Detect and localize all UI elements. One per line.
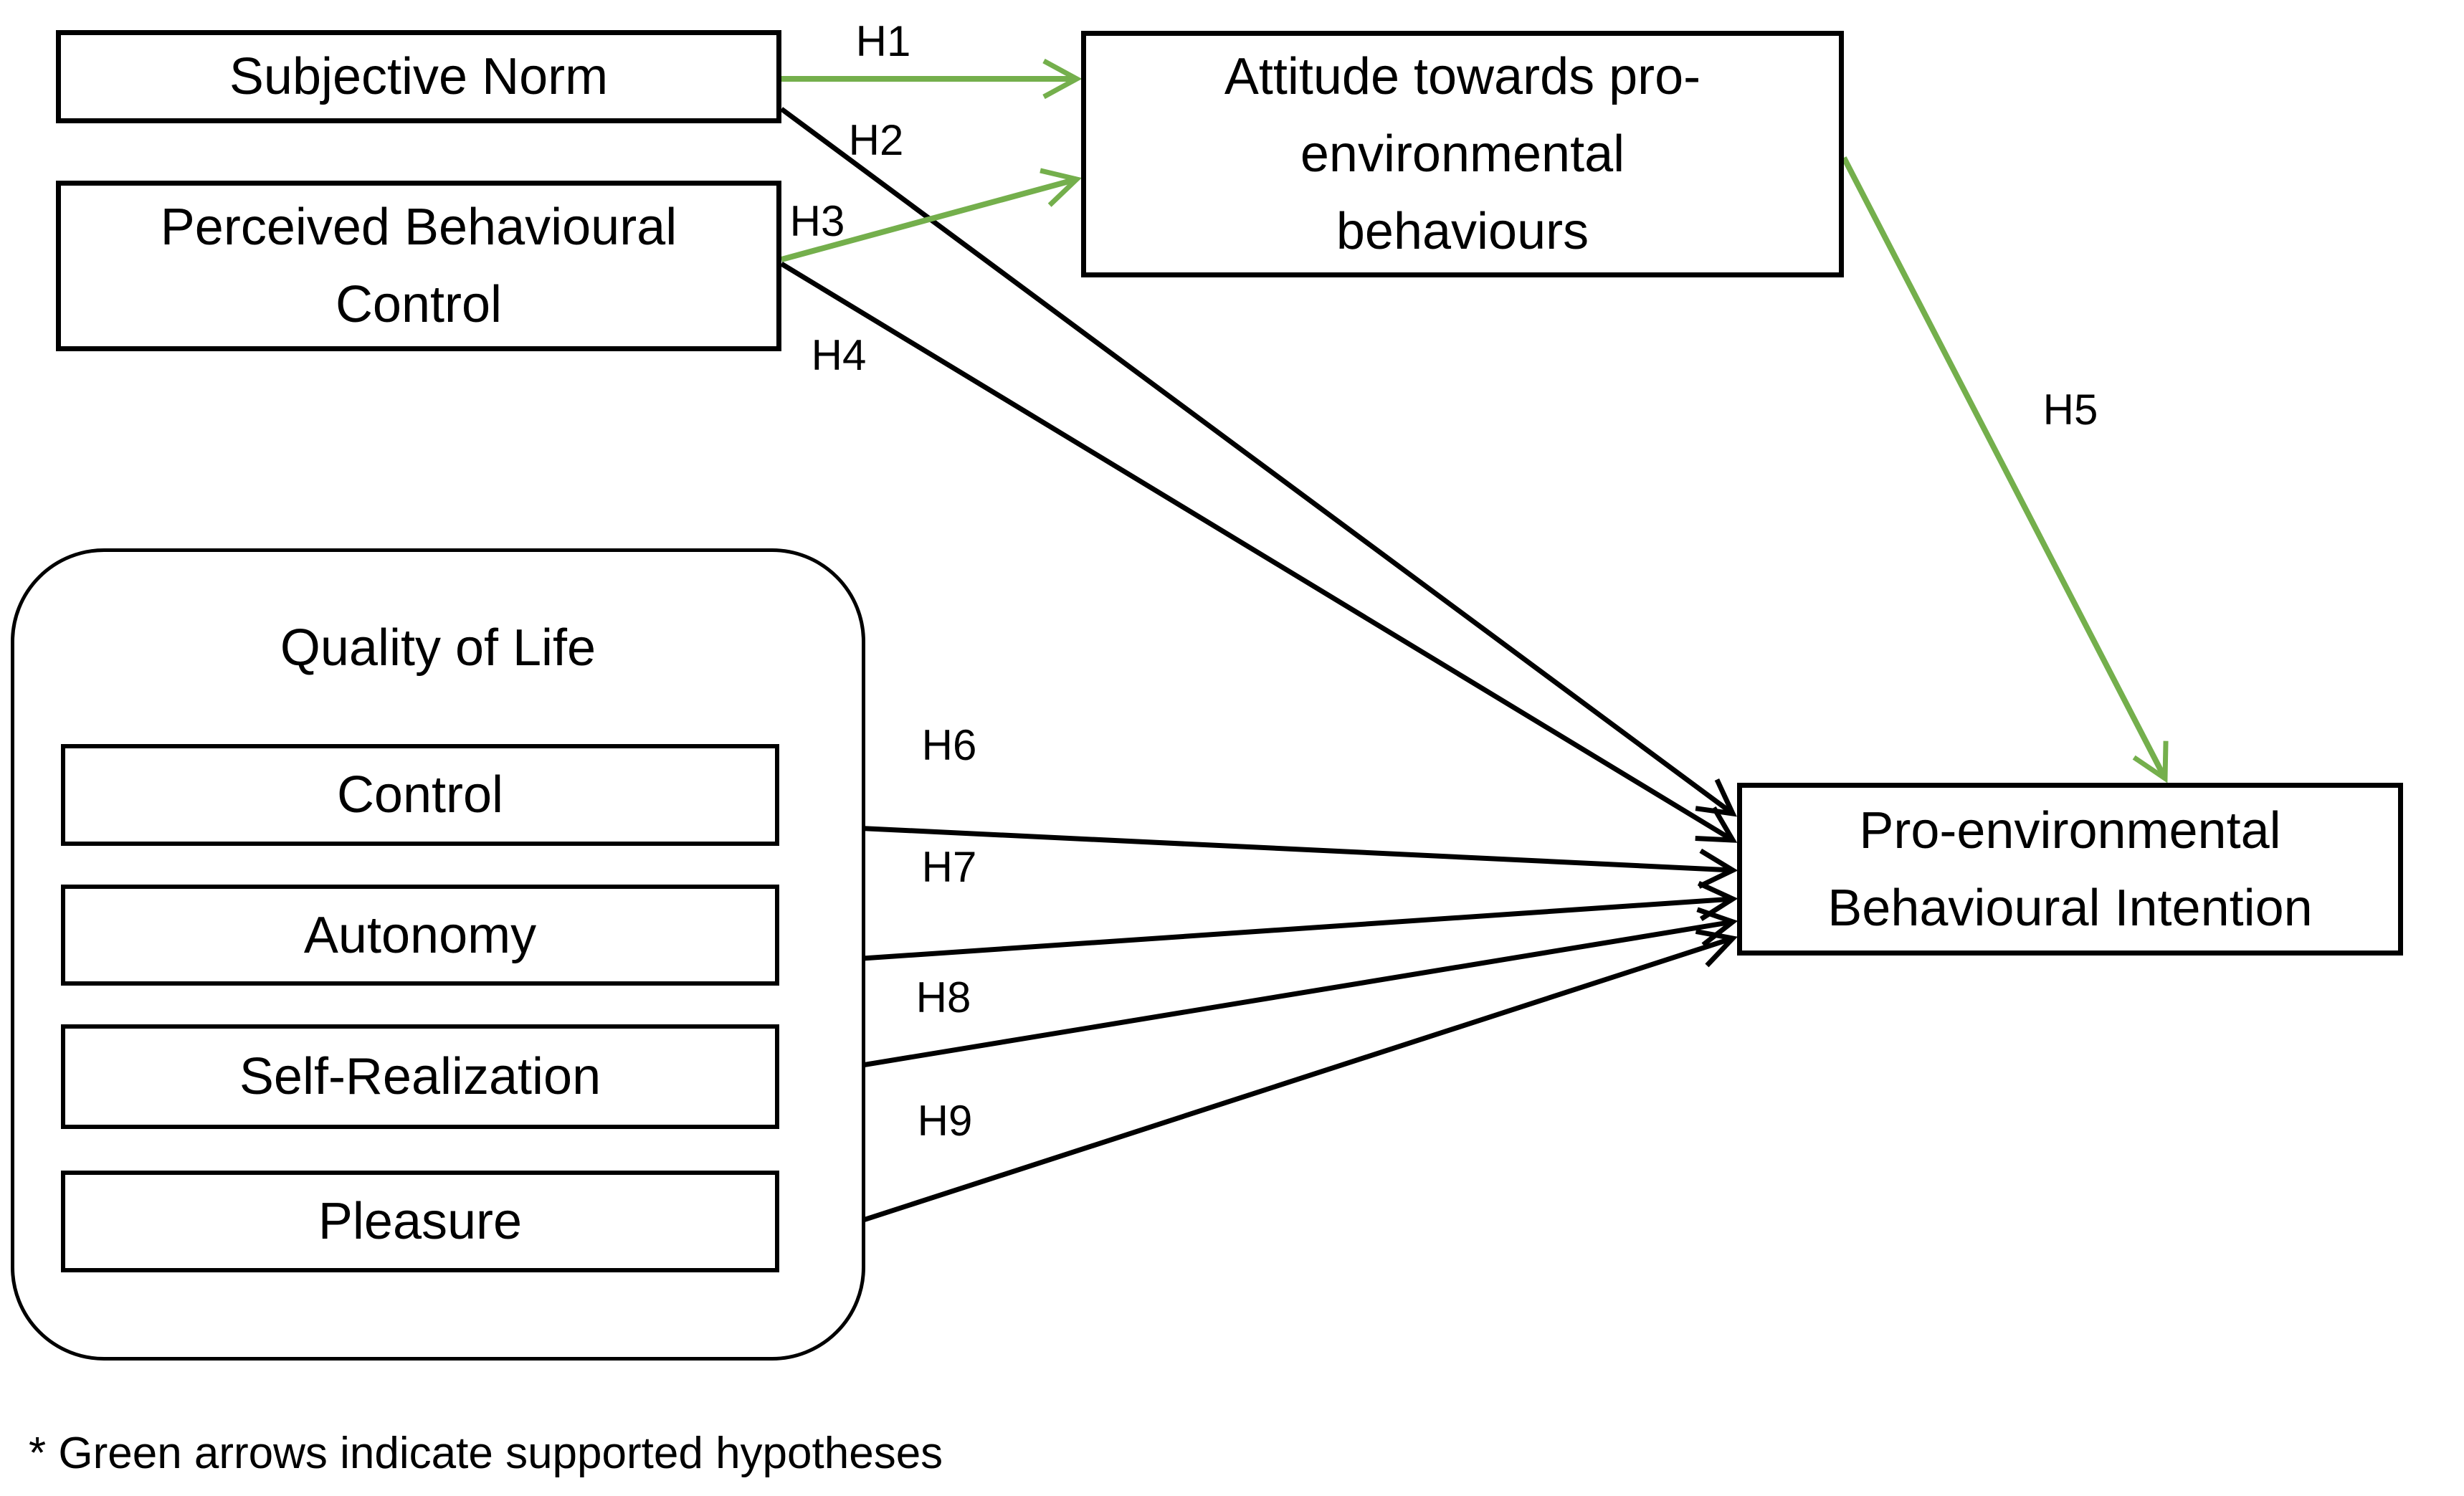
quality-of-life-title: Quality of Life (280, 619, 596, 677)
node-subjective-norm: Subjective Norm (56, 30, 781, 123)
label-h4: H4 (811, 331, 867, 379)
node-qol-control: Control (61, 744, 779, 846)
arrow-h4 (780, 262, 1738, 843)
arrow-h8 (779, 907, 1738, 1082)
arrow-h5 (1841, 156, 2169, 783)
label-h7: H7 (921, 843, 977, 891)
label-h9: H9 (917, 1097, 973, 1145)
label-h8: H8 (915, 973, 971, 1021)
arrow-h9 (778, 928, 1738, 1250)
label-h6: H6 (921, 721, 977, 769)
node-qol-self-realization: Self-Realization (61, 1024, 779, 1129)
arrow-h3 (780, 168, 1083, 262)
label-h2: H2 (848, 116, 904, 164)
label-h1: H1 (855, 17, 911, 65)
arrow-h7 (779, 881, 1738, 967)
arrow-h6 (779, 821, 1738, 889)
label-h5: H5 (2042, 386, 2098, 434)
node-qol-autonomy: Autonomy (61, 885, 779, 986)
node-perceived-behavioural-control: Perceived Behavioural Control (56, 181, 781, 351)
label-h3: H3 (789, 197, 845, 245)
node-pro-environmental-behavioural-intention: Pro-environmental Behavioural Intention (1737, 783, 2403, 956)
footnote: * Green arrows indicate supported hypoth… (29, 1429, 943, 1478)
arrow-h2 (779, 107, 1737, 817)
node-qol-pleasure: Pleasure (61, 1171, 779, 1272)
node-attitude: Attitude towards pro-environmental behav… (1081, 31, 1844, 277)
